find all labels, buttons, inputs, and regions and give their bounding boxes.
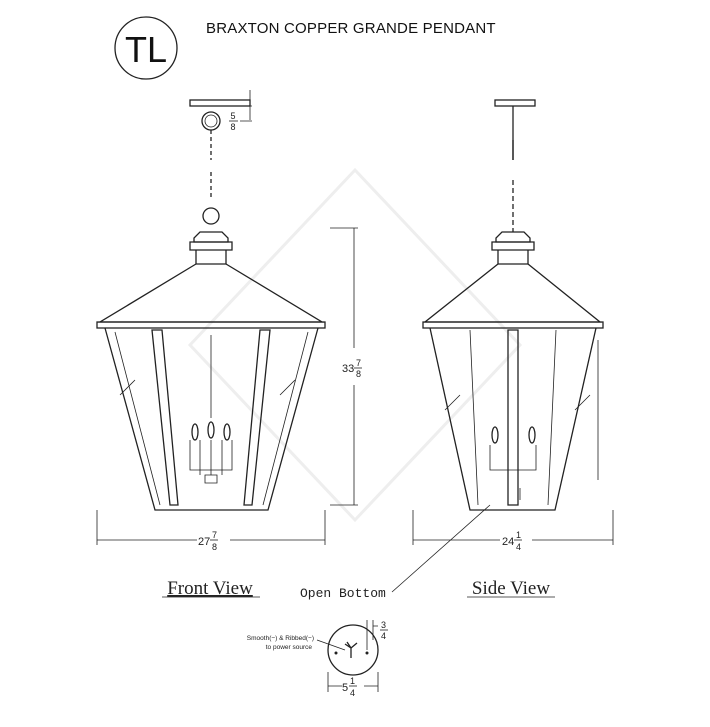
- canopy-wiring-detail: Smooth(−) & Ribbed(−) to power source 3 …: [247, 620, 388, 698]
- product-title: BRAXTON COPPER GRANDE PENDANT: [206, 20, 496, 37]
- svg-text:5: 5: [230, 111, 235, 121]
- svg-text:7: 7: [212, 530, 217, 540]
- logo-text: TL: [125, 29, 167, 70]
- svg-text:4: 4: [381, 631, 386, 641]
- logo: TL: [114, 16, 178, 80]
- svg-text:8: 8: [230, 122, 235, 132]
- svg-text:1: 1: [516, 530, 521, 540]
- svg-text:8: 8: [212, 542, 217, 552]
- svg-text:4: 4: [350, 688, 355, 698]
- svg-text:4: 4: [516, 542, 521, 552]
- wiring-note-line1: Smooth(−) & Ribbed(−): [247, 635, 314, 642]
- svg-text:24: 24: [502, 536, 514, 548]
- svg-text:5: 5: [342, 682, 348, 694]
- front-width-dimension: 27 7 8: [96, 510, 326, 552]
- watermark: [187, 167, 523, 523]
- side-view-lantern: [422, 99, 604, 511]
- side-width-dimension: 24 1 4: [412, 510, 614, 552]
- wiring-note-line2: to power source: [266, 644, 313, 651]
- svg-text:8: 8: [356, 369, 361, 379]
- height-dimension: 33 7 8: [330, 227, 362, 506]
- svg-text:3: 3: [381, 620, 386, 630]
- svg-text:33: 33: [342, 363, 354, 375]
- canopy-gap-dimension: 5 8: [229, 90, 252, 132]
- open-bottom-label: Open Bottom: [300, 586, 386, 601]
- svg-text:27: 27: [198, 536, 210, 548]
- svg-text:1: 1: [350, 676, 355, 686]
- svg-text:7: 7: [356, 358, 361, 368]
- side-view-label: Side View: [472, 578, 550, 599]
- front-view-lantern: [96, 99, 326, 511]
- front-view-label: Front View: [167, 578, 253, 599]
- open-bottom-leader: [391, 504, 491, 593]
